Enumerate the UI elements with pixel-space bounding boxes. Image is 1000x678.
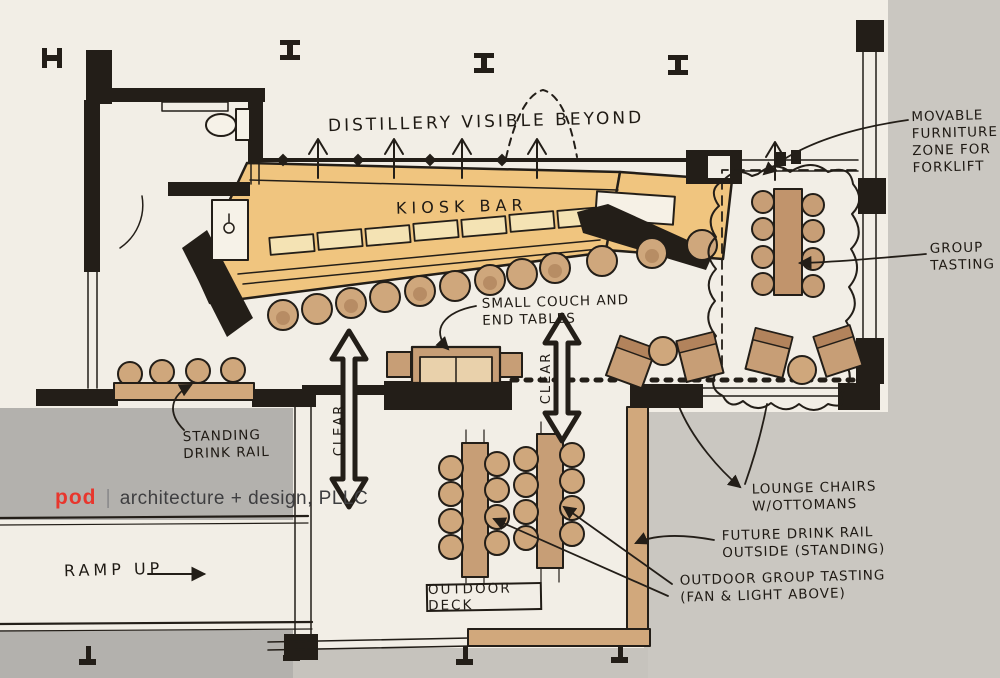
deck-table <box>536 433 564 569</box>
clear-left-label: CLEAR <box>332 403 347 457</box>
ramp-up-label: RAMP UP <box>63 558 164 581</box>
leader-movable-zone <box>762 119 909 176</box>
lounge-chairs-group <box>604 324 864 390</box>
kiosk-bar-counter <box>182 150 742 337</box>
clear-right-label: CLEAR <box>539 351 554 405</box>
leader-standing-rail <box>172 384 193 431</box>
ottoman <box>648 336 678 366</box>
toilet <box>205 113 237 137</box>
bar-divider-wall <box>577 204 714 270</box>
footing-anchors <box>79 642 628 665</box>
outdoor-deck-label: OUTDOOR DECK <box>427 580 512 614</box>
east-wall <box>856 20 886 384</box>
annotation-leaders <box>147 119 927 597</box>
outside-gray-right <box>888 0 1000 420</box>
deck-table <box>461 442 489 578</box>
logo-brand: pod <box>55 486 97 509</box>
leader-lounge-a <box>677 403 742 489</box>
movable-zone-label: MOVABLE FURNITURE ZONE FOR FORKLIFT <box>911 107 999 176</box>
bottom-left-gray <box>0 630 293 678</box>
site-lines <box>0 514 628 665</box>
logo-firm-name: architecture + design, PLLC <box>119 488 369 509</box>
window-mullions <box>276 150 801 167</box>
couch-group <box>386 345 523 385</box>
leader-group-tasting <box>797 253 927 270</box>
restroom-shelf <box>161 101 229 112</box>
logo-band-gray <box>0 408 293 520</box>
restroom-walls <box>84 50 265 389</box>
outside-gray-lower-right <box>644 412 1000 678</box>
end-table-left <box>386 351 412 378</box>
steel-columns <box>42 40 688 75</box>
distillery-window-wall <box>248 89 859 172</box>
leader-future-rail <box>634 532 715 545</box>
deck-tables <box>438 421 585 593</box>
leader-outdoor-tasting-a <box>562 505 673 585</box>
leader-outdoor-tasting-b <box>492 517 669 597</box>
tasting-chairs <box>751 190 825 298</box>
group-tasting-label: GROUP TASTING <box>929 239 996 274</box>
future-drink-rail-label: FUTURE DRINK RAIL OUTSIDE (STANDING) <box>721 524 886 562</box>
bar-end-wall <box>182 230 253 337</box>
door-swing-dashed-arc <box>505 89 578 159</box>
logo-divider: | <box>105 487 111 509</box>
ottoman <box>787 355 817 385</box>
leader-small-couch <box>435 305 477 351</box>
movable-zone-dashed-boundary <box>721 169 857 373</box>
leader-lounge-b <box>744 403 768 485</box>
outdoor-group-tasting-label: OUTDOOR GROUP TASTING (FAN & LIGHT ABOVE… <box>679 567 886 606</box>
end-table-right <box>497 352 523 378</box>
tasting-table <box>773 188 803 296</box>
bar-stools <box>267 229 718 331</box>
outdoor-deck-label-box: OUTDOOR DECK <box>425 580 543 614</box>
standing-drink-rail-label: STANDING DRINK RAIL <box>182 427 270 463</box>
revision-cloud <box>707 164 861 411</box>
firm-logo: pod | architecture + design, PLLC <box>55 486 368 510</box>
door-swing-arc <box>119 195 144 249</box>
clear-dimension-arrows <box>329 312 582 510</box>
group-tasting-area <box>707 164 861 411</box>
lounge-chairs-label: LOUNGE CHAIRS W/OTTOMANS <box>751 478 877 515</box>
kiosk-bar-label: KIOSK BAR <box>395 195 528 218</box>
vanity <box>211 199 249 261</box>
small-couch-label: SMALL COUCH AND END TABLES <box>481 292 630 329</box>
standing-drink-rail-plan <box>113 357 255 401</box>
deck-chairs <box>438 442 585 560</box>
